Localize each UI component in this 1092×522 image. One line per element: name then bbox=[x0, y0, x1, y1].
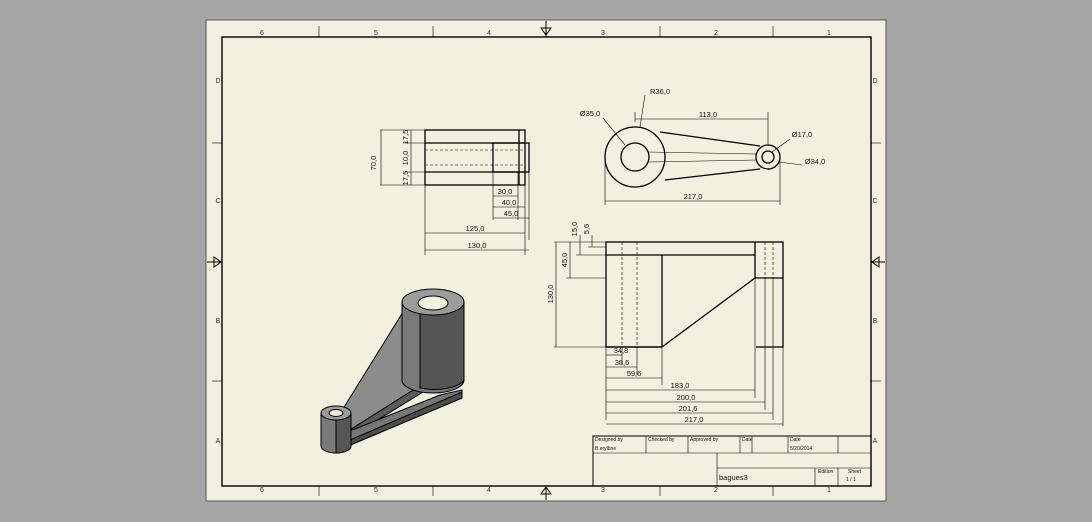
top-view-dims: R36,0 Ø35,0 113,0 Ø17,0 Ø34,0 217,0 bbox=[580, 87, 825, 201]
dim-5-6: 5,6 bbox=[582, 224, 591, 234]
dim-125: 125,0 bbox=[466, 224, 485, 233]
sheet-paper bbox=[205, 19, 887, 502]
dim-201-6: 201,6 bbox=[679, 404, 698, 413]
centering-arrows bbox=[207, 21, 885, 500]
zone-row-left-c: C bbox=[215, 198, 220, 205]
dim-45-front: 45,0 bbox=[560, 253, 569, 268]
zone-col-bottom-2: 2 bbox=[714, 487, 718, 494]
designed-by-value: B.erylbne bbox=[595, 446, 616, 452]
zone-col-top-5: 5 bbox=[374, 30, 378, 37]
zone-col-bottom-1: 1 bbox=[827, 487, 831, 494]
dim-113: 113,0 bbox=[699, 110, 717, 119]
zone-row-right-c: C bbox=[872, 198, 877, 205]
dim-dia-17: Ø17,0 bbox=[792, 130, 812, 139]
zone-col-top-6: 6 bbox=[260, 30, 264, 37]
drawing-title: bagues3 bbox=[719, 473, 748, 482]
front-view-dims: 15,0 5,6 45,0 130,0 34,8 38,6 59,6 183,0… bbox=[546, 222, 703, 424]
dim-59-6: 59,6 bbox=[627, 369, 642, 378]
dim-130-front: 130,0 bbox=[546, 285, 555, 304]
isometric-view bbox=[320, 288, 465, 454]
dim-34-8: 34,8 bbox=[614, 346, 629, 355]
dim-200: 200,0 bbox=[677, 393, 696, 402]
dim-40: 40,0 bbox=[502, 198, 517, 207]
left-view-dims: 70,0 17,5 10,0 17,5 30,0 40,0 45,0 125,0… bbox=[369, 130, 518, 250]
zone-labels: 6 5 4 3 2 1 6 5 4 3 2 1 D C B A D C B A bbox=[215, 30, 877, 494]
date-label-1: Date bbox=[742, 437, 753, 443]
title-block bbox=[592, 435, 872, 487]
zone-col-bottom-6: 6 bbox=[260, 487, 264, 494]
dim-height-70: 70,0 bbox=[369, 156, 378, 171]
zone-col-bottom-4: 4 bbox=[487, 487, 491, 494]
dim-15: 15,0 bbox=[570, 222, 579, 237]
zone-col-top-3: 3 bbox=[601, 30, 605, 37]
zone-row-right-d: D bbox=[872, 78, 877, 85]
designed-by-label: Designed by bbox=[595, 437, 623, 443]
dim-130: 130,0 bbox=[468, 241, 487, 250]
zone-row-left-b: B bbox=[216, 318, 221, 325]
sheet-label: Sheet bbox=[848, 469, 862, 475]
title-block-text: Designed by B.erylbne Checked by Approve… bbox=[595, 437, 862, 483]
dim-dia-35: Ø35,0 bbox=[580, 109, 600, 118]
zone-row-right-b: B bbox=[873, 318, 878, 325]
dim-dia-34: Ø34,0 bbox=[805, 157, 825, 166]
zone-col-top-4: 4 bbox=[487, 30, 491, 37]
dim-mid-10: 10,0 bbox=[401, 151, 410, 166]
dim-217-front: 217,0 bbox=[685, 415, 704, 424]
approved-by-label: Approved by bbox=[690, 437, 719, 443]
checked-by-label: Checked by bbox=[648, 437, 675, 443]
zone-row-left-d: D bbox=[215, 78, 220, 85]
dim-217-top: 217,0 bbox=[684, 192, 703, 201]
dim-38-6: 38,6 bbox=[615, 358, 630, 367]
dim-r36: R36,0 bbox=[650, 87, 670, 96]
sheet-value: 1 / 1 bbox=[846, 477, 856, 483]
zone-ticks bbox=[212, 26, 881, 496]
dim-bottom-17: 17,5 bbox=[401, 171, 410, 186]
zone-col-bottom-3: 3 bbox=[601, 487, 605, 494]
zone-col-top-1: 1 bbox=[827, 30, 831, 37]
dim-30: 30,0 bbox=[498, 187, 513, 196]
zone-row-left-a: A bbox=[216, 438, 221, 445]
zone-row-right-a: A bbox=[873, 438, 878, 445]
dim-top-17: 17,5 bbox=[401, 130, 410, 145]
date-label-2: Date bbox=[790, 437, 801, 443]
front-view bbox=[554, 235, 784, 426]
top-view bbox=[602, 94, 803, 205]
zone-col-bottom-5: 5 bbox=[374, 487, 378, 494]
dim-45: 45,0 bbox=[504, 209, 519, 218]
date-value: 5/20/2014 bbox=[790, 446, 812, 452]
dim-183: 183,0 bbox=[671, 381, 690, 390]
left-view bbox=[380, 129, 530, 255]
zone-col-top-2: 2 bbox=[714, 30, 718, 37]
edition-label: Edition bbox=[818, 469, 834, 475]
